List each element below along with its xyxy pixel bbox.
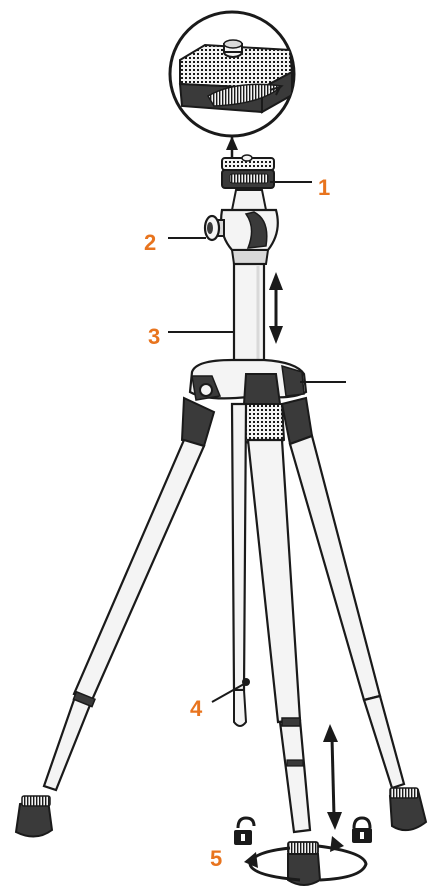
callout-2: 2 <box>144 230 156 255</box>
callout-1: 1 <box>318 175 330 200</box>
center-column <box>232 262 266 364</box>
tripod-leg-right <box>280 396 428 832</box>
double-arrow-icon <box>323 724 342 830</box>
padlock-closed-icon <box>352 816 372 843</box>
quick-release-plate-zoom <box>168 10 296 160</box>
padlock-open-icon <box>234 816 256 845</box>
ball-head <box>203 189 279 265</box>
tripod-leg-front <box>246 438 322 886</box>
leg-hub <box>188 358 308 446</box>
callout-4: 4 <box>190 696 203 721</box>
double-arrow-icon <box>269 272 283 344</box>
quick-release-plate <box>221 154 275 189</box>
callout-5: 5 <box>210 846 222 871</box>
callout-3: 3 <box>148 324 160 349</box>
tripod-leg-left <box>14 396 216 838</box>
tripod-leg-rear <box>230 402 250 727</box>
leader-line-4 <box>211 683 245 703</box>
rotation-arrow-icon <box>244 836 368 882</box>
